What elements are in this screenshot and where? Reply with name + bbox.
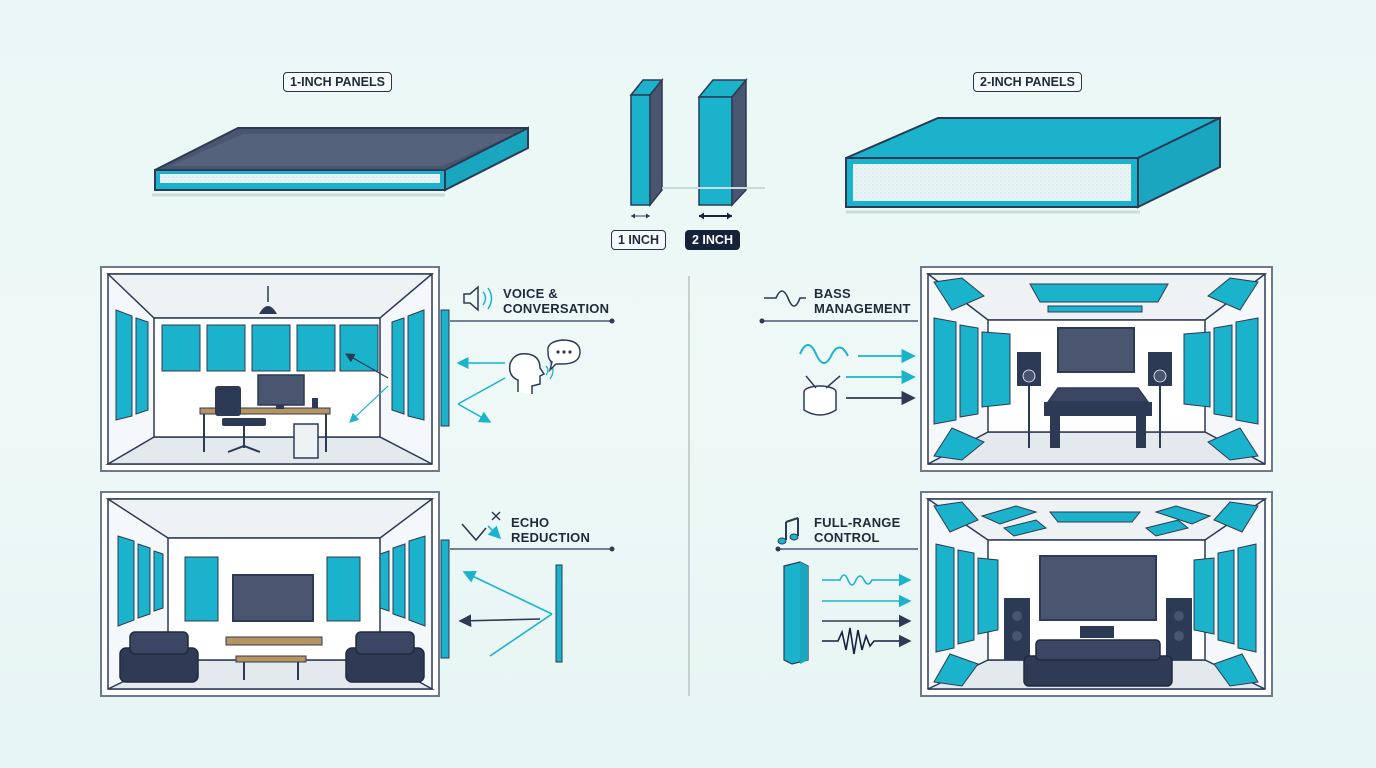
voice-label: VOICE & CONVERSATION [503, 286, 609, 316]
one-inch-label: 1 INCH [611, 230, 666, 250]
music-note-icon [777, 517, 799, 545]
low-wave-icon [764, 290, 806, 307]
echo-label: ECHO REDUCTION [511, 515, 590, 545]
thickness-comparison [629, 77, 765, 220]
fullrange-label-line2: CONTROL [814, 530, 880, 545]
two-inch-label: 2 INCH [685, 230, 740, 250]
echo-reflection-arrows [458, 564, 563, 663]
bass-label: BASS MANAGEMENT [814, 286, 911, 316]
speaking-person-icon [456, 339, 581, 423]
theater-room-illustration [920, 491, 1273, 697]
two-inch-panel-illustration [845, 116, 1221, 214]
fullrange-wave-arrows [783, 561, 912, 665]
bass-leader-line [759, 318, 918, 324]
fullrange-label: FULL-RANGE CONTROL [814, 515, 901, 545]
living-room-illustration [100, 491, 450, 697]
studio-room-illustration [920, 266, 1273, 472]
two-inch-dimension-arrow [699, 212, 732, 220]
one-inch-panel-illustration [152, 126, 529, 197]
echo-label-line2: REDUCTION [511, 530, 591, 545]
echo-label-line1: ECHO [511, 515, 550, 530]
echo-leader-line [450, 546, 615, 552]
voice-leader-line [450, 318, 615, 324]
bass-label-line1: BASS [814, 286, 851, 301]
voice-label-line2: CONVERSATION [503, 301, 610, 316]
speaker-icon [463, 285, 493, 312]
fullrange-leader-line [775, 546, 918, 552]
voice-label-line1: VOICE & [503, 286, 558, 301]
one-inch-dimension-arrow [631, 213, 650, 219]
bass-drum-illustration [799, 344, 916, 416]
office-room-illustration [100, 266, 450, 472]
bass-label-line2: MANAGEMENT [814, 301, 911, 316]
fullrange-label-line1: FULL-RANGE [814, 515, 901, 530]
two-inch-panels-header: 2-INCH PANELS [973, 72, 1082, 92]
one-inch-panels-header: 1-INCH PANELS [283, 72, 392, 92]
echo-bounce-icon [461, 511, 502, 542]
